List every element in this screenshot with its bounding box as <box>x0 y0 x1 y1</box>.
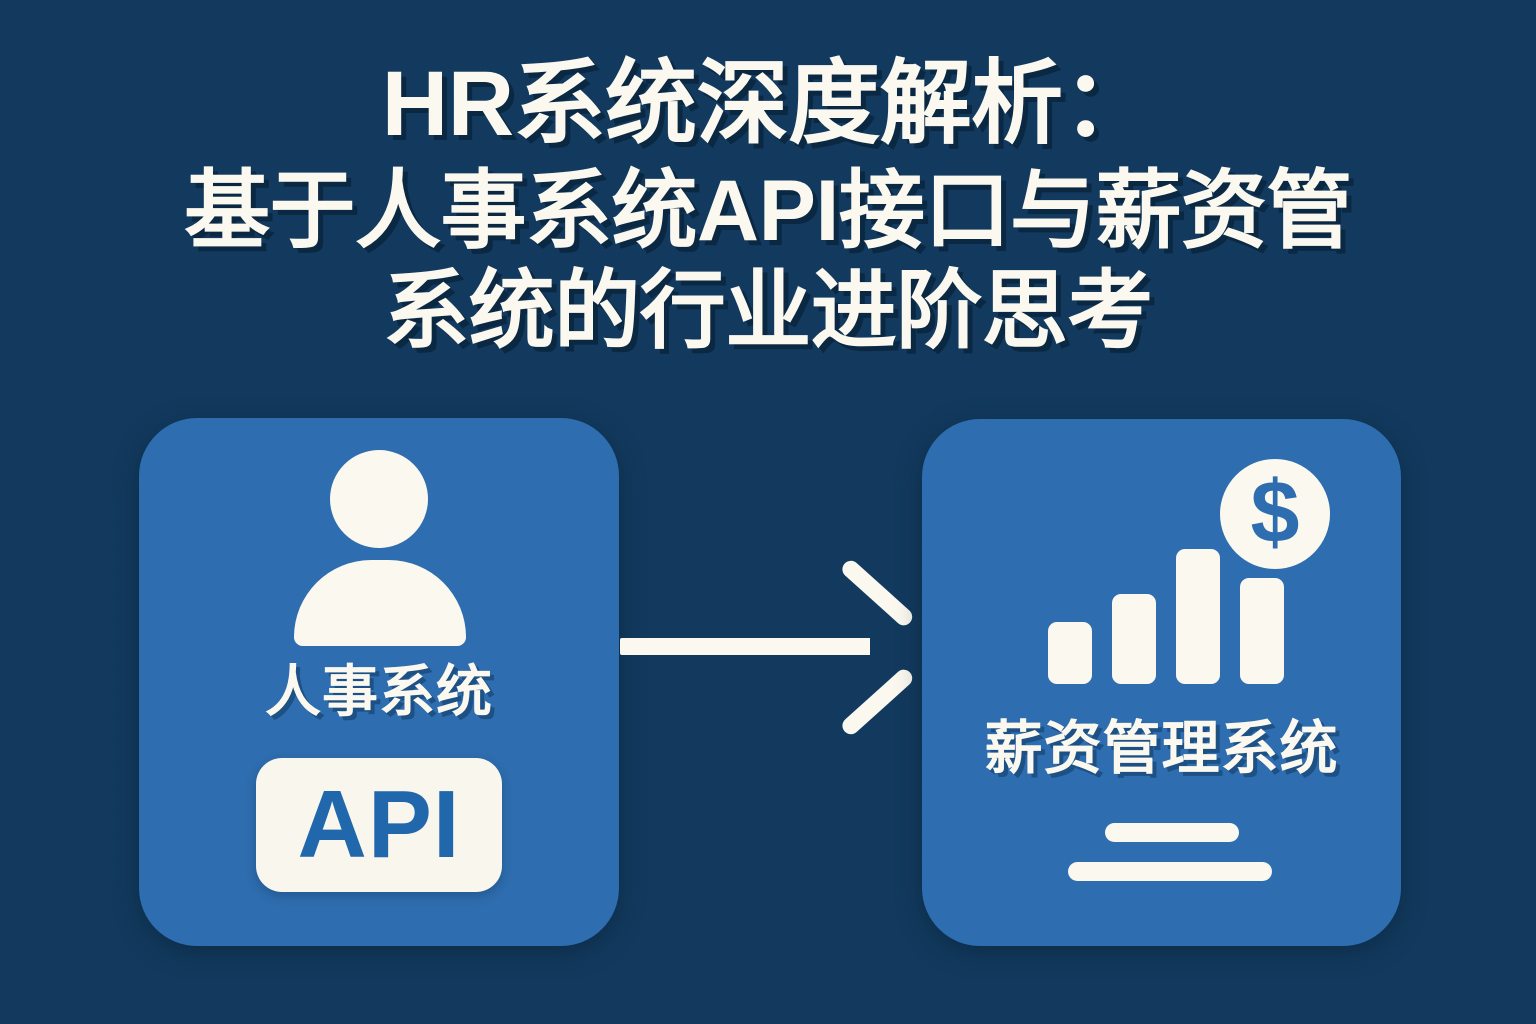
chart-bar-1 <box>1048 622 1092 684</box>
payroll-system-card[interactable]: $ 薪资管理系统 <box>922 419 1401 946</box>
person-icon <box>285 450 475 646</box>
arrow-shaft <box>620 638 870 655</box>
payroll-detail-line-2 <box>1068 862 1272 881</box>
arrow-head-bottom-stroke <box>838 666 916 738</box>
bar-chart-icon: $ <box>1030 459 1330 684</box>
api-badge-label: API <box>297 771 461 878</box>
title-line-1: HR系统深度解析： <box>381 53 1155 155</box>
chart-bar-3 <box>1176 549 1220 684</box>
arrow-head <box>831 557 916 738</box>
payroll-detail-line-1 <box>1105 823 1239 842</box>
page-title: HR系统深度解析： 基于人事系统API接口与薪资管 系统的行业进阶思考 <box>0 58 1536 354</box>
title-line-3: 系统的行业进阶思考 <box>383 263 1153 359</box>
arrow-head-top-stroke <box>838 557 916 629</box>
arrow-right-icon <box>620 557 916 738</box>
person-head-shape <box>330 450 428 548</box>
hr-system-card-label: 人事系统 <box>265 660 493 723</box>
dollar-coin-icon: $ <box>1220 459 1330 569</box>
chart-bar-2 <box>1112 594 1156 684</box>
person-body-shape <box>294 560 466 646</box>
title-line-2: 基于人事系统API接口与薪资管 <box>184 163 1352 259</box>
hr-system-card[interactable]: 人事系统 API <box>139 418 619 946</box>
api-badge[interactable]: API <box>256 758 502 892</box>
dollar-sign-glyph: $ <box>1250 462 1300 561</box>
chart-bar-4 <box>1240 578 1284 684</box>
payroll-system-card-label: 薪资管理系统 <box>984 716 1339 781</box>
